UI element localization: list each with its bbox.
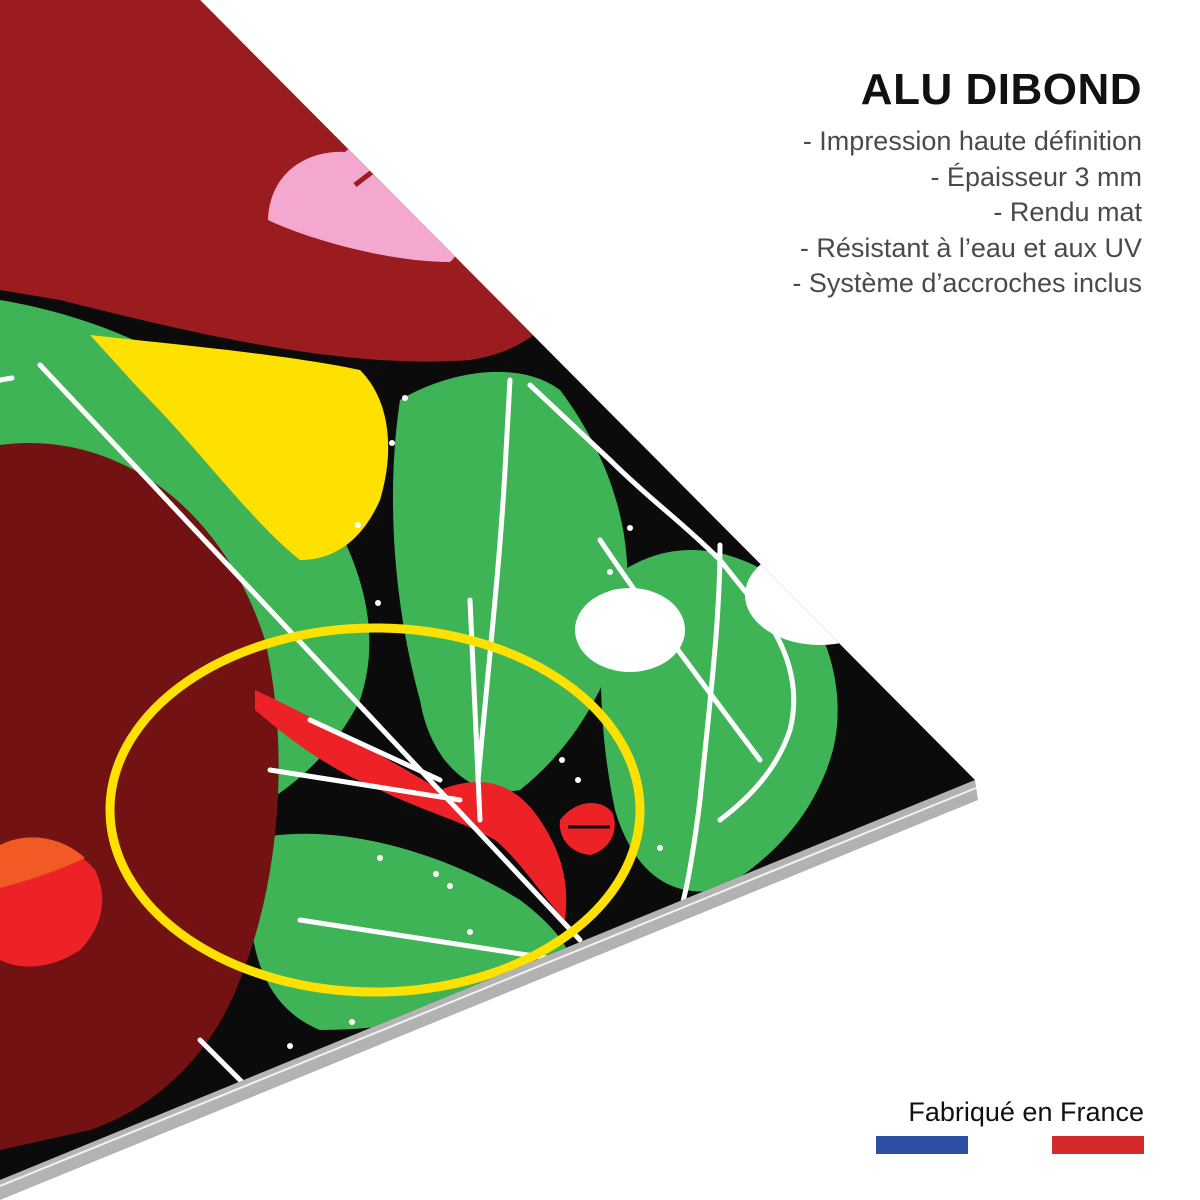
- feature-item: - Rendu mat: [993, 197, 1142, 227]
- yellow-ring: [105, 623, 645, 997]
- red-seed: [559, 802, 615, 855]
- yellow-sun: [90, 335, 389, 560]
- white-leaf-2: [745, 545, 895, 645]
- product-title: ALU DIBOND: [860, 65, 1142, 114]
- red-branch: [255, 690, 567, 920]
- feature-item: - Épaisseur 3 mm: [930, 161, 1142, 192]
- orange-fruit-segment: [0, 837, 85, 888]
- made-in-france-badge: Fabriqué en France: [876, 1094, 1144, 1154]
- french-flag-stripes: [876, 1136, 1144, 1154]
- feature-item: - Résistant à l’eau et aux UV: [799, 232, 1142, 263]
- feature-item: - Impression haute définition: [802, 126, 1142, 156]
- white-veins: [0, 362, 797, 1088]
- white-leaf-1: [575, 588, 685, 672]
- made-in-label: Fabriqué en France: [908, 1097, 1144, 1127]
- panel-edge-highlight: [0, 787, 977, 1187]
- feature-list: - Impression haute définition - Épaisseu…: [792, 124, 1142, 302]
- feature-item: - Système d’accroches inclus: [792, 268, 1142, 298]
- flag-red-stripe: [1052, 1136, 1144, 1154]
- product-specifications: ALU DIBOND - Impression haute définition…: [792, 62, 1142, 302]
- panel-edge: [0, 780, 978, 1200]
- maroon-leaf: [0, 443, 279, 1150]
- flag-blue-stripe: [876, 1136, 968, 1154]
